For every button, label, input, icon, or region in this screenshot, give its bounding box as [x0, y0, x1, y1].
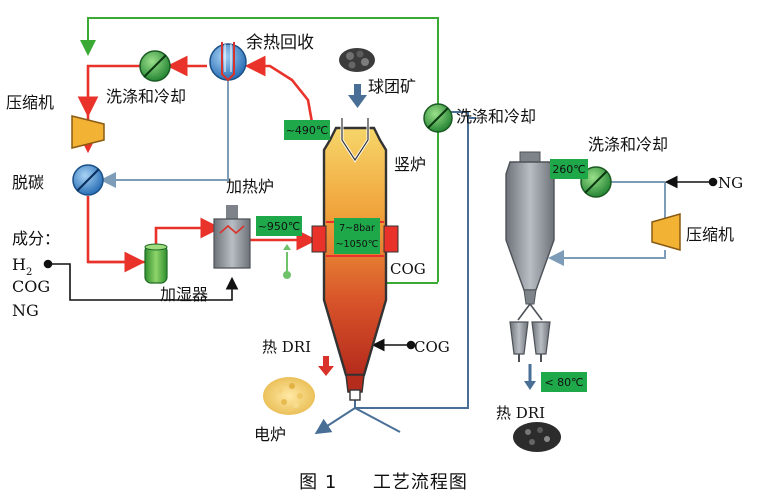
badge-temp-80: < 80℃: [541, 372, 587, 392]
feed-gas-line: [43, 175, 718, 352]
label-cog-bottom: COG: [414, 338, 450, 356]
label-waste-heat-recovery: 余热回收: [246, 33, 314, 53]
badge-temp-1050-text: ~1050℃: [336, 239, 379, 250]
badge-temp-260: 260℃: [550, 159, 588, 179]
badge-temp-490: ~490℃: [284, 120, 330, 140]
label-cog-left: COG: [12, 277, 50, 296]
compressor-right: [651, 213, 681, 251]
label-wash-cool-left: 洗涤和冷却: [106, 87, 186, 106]
heating-furnace: [213, 205, 251, 269]
decarbonizer: [72, 164, 104, 196]
label-pellet-ore: 球团矿: [368, 77, 416, 96]
label-shaft-furnace: 竖炉: [394, 155, 426, 174]
badge-temp-490-text: ~490℃: [286, 124, 329, 137]
figure-number: 图 1: [299, 472, 338, 493]
label-h2: H2: [12, 255, 32, 278]
figure-caption: 图 1 工艺流程图: [0, 468, 767, 494]
scrubber-cooler-right: [580, 166, 612, 198]
scrubber-cooler-left: [139, 50, 171, 82]
label-cog-shaft-right: COG: [390, 260, 426, 278]
humidifier-vessel: [144, 243, 168, 284]
badge-temp-80-text: < 80℃: [544, 376, 583, 389]
label-compressor-left: 压缩机: [6, 93, 54, 112]
badge-temp-950: ~950℃: [256, 216, 302, 236]
hot-dri-left-arrow: [318, 356, 334, 376]
figure-title: 工艺流程图: [372, 472, 468, 493]
temperature-probe: [283, 244, 291, 279]
scrubber-cooler-mid: [423, 103, 453, 133]
dri-conveyor-line: [314, 111, 476, 435]
cool-gas-line: [100, 66, 666, 266]
badge-pressure-text: 7~8bar: [339, 223, 375, 234]
label-electric-furnace: 电炉: [254, 425, 286, 444]
label-ng-left: NG: [12, 301, 39, 320]
pellet-feed-arrow: [348, 84, 367, 108]
badge-pressure-temp: 7~8bar ~1050℃: [334, 218, 380, 254]
badge-temp-950-text: ~950℃: [258, 220, 301, 233]
cooling-shaft: [505, 151, 555, 390]
pellet-ore-image: [339, 48, 375, 72]
label-composition: 成分：: [12, 229, 60, 248]
label-wash-cool-mid: 洗涤和冷却: [456, 107, 536, 126]
label-hot-dri-right: 热 DRI: [496, 404, 545, 422]
waste-heat-boiler: [209, 42, 247, 82]
label-heating-furnace: 加热炉: [226, 177, 274, 196]
label-ng-right: NG: [718, 174, 743, 192]
label-wash-cool-right: 洗涤和冷却: [588, 135, 668, 154]
hot-dri-pile-image: [263, 377, 315, 415]
label-humidifier: 加湿器: [160, 285, 208, 304]
badge-temp-260-text: 260℃: [552, 163, 585, 176]
compressor-left: [71, 115, 105, 149]
label-hot-dri-left: 热 DRI: [262, 338, 311, 356]
label-decarbonization: 脱碳: [12, 173, 44, 192]
cold-dri-pile-image: [513, 422, 561, 452]
label-compressor-right: 压缩机: [686, 225, 734, 244]
